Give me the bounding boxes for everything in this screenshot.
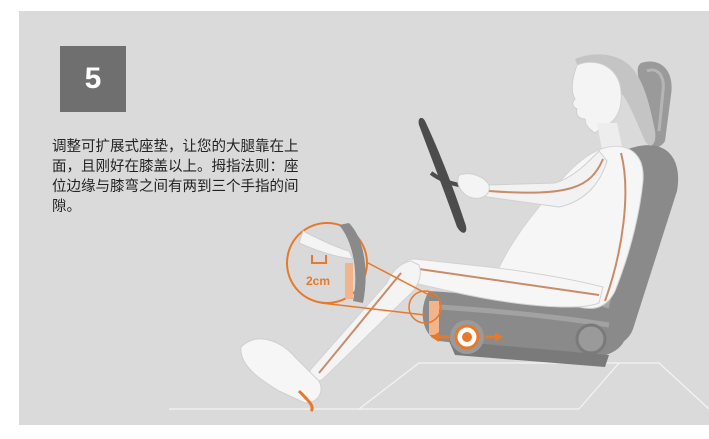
zoom-callout <box>286 222 442 324</box>
driver-figure <box>240 54 656 413</box>
seat-adjustment-illustration <box>169 54 709 413</box>
steering-wheel <box>418 117 467 233</box>
step-number-badge: 5 <box>60 46 126 112</box>
instruction-text: 调整可扩展式座垫，让您的大腿靠在上面，且刚好在膝盖以上。拇指法则：座位边缘与膝弯… <box>52 139 299 215</box>
gap-measurement-label: 2cm <box>306 274 331 288</box>
instruction-panel: 5 调整可扩展式座垫，让您的大腿靠在上面，且刚好在膝盖以上。拇指法则：座位边缘与… <box>19 11 709 425</box>
gap-marker <box>429 301 439 335</box>
extension-control <box>431 324 503 350</box>
floor-lines <box>169 362 709 410</box>
